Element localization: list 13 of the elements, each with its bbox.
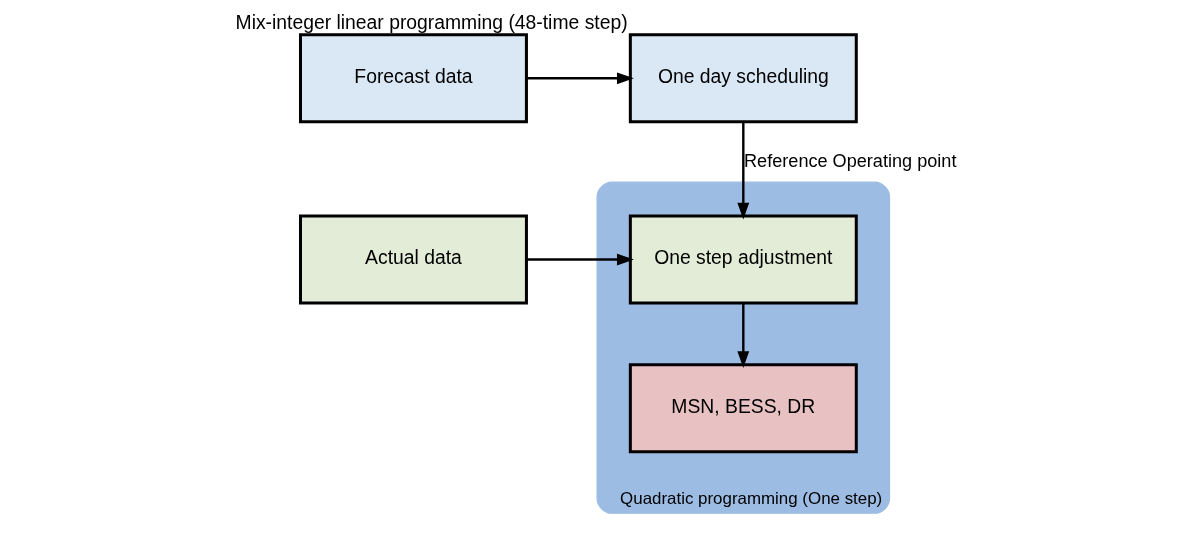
node-box: MSN, BESS, DR — [628, 363, 858, 454]
node-label: Mix-integer linear programming (48-time step) — [235, 11, 628, 33]
arrow — [526, 253, 634, 266]
arrow — [737, 303, 750, 369]
node-box: Actual data — [299, 214, 528, 305]
cluster — [596, 181, 891, 514]
arrow — [737, 121, 750, 220]
node-box: One step adjustment — [628, 214, 858, 305]
node-box: One day scheduling — [628, 33, 858, 124]
arrow — [526, 72, 634, 85]
node-box: Forecast data — [299, 33, 528, 124]
edge-label: Reference Operating point — [744, 150, 957, 171]
node-label: Quadratic programming (One step) — [620, 488, 883, 508]
